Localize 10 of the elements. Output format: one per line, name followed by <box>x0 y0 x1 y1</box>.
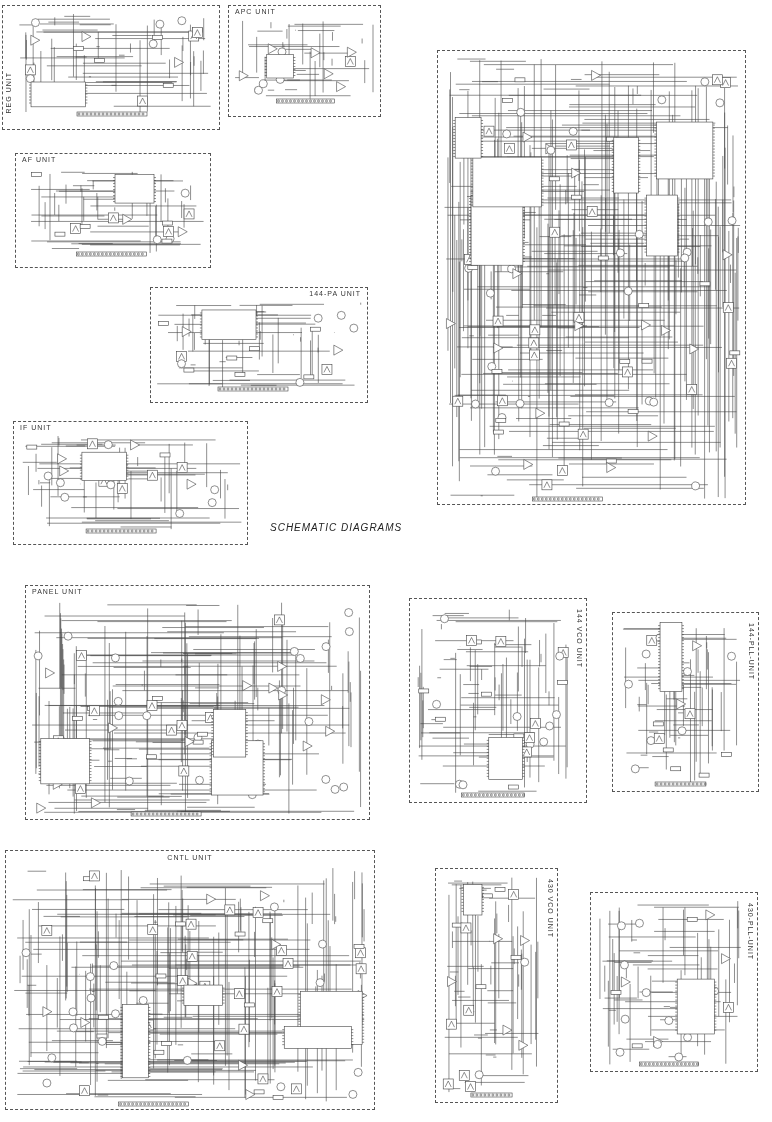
unit-boundary <box>590 892 758 1072</box>
unit-boundary <box>409 598 587 803</box>
unit-boundary <box>435 868 558 1103</box>
caption-text: SCHEMATIC DIAGRAMS <box>270 522 403 533</box>
unit-boundary <box>13 421 248 545</box>
unit-boundary <box>150 287 368 403</box>
unit-boundary <box>15 153 211 268</box>
unit-boundary <box>2 5 220 130</box>
unit-boundary <box>612 612 759 792</box>
unit-boundary <box>228 5 381 117</box>
